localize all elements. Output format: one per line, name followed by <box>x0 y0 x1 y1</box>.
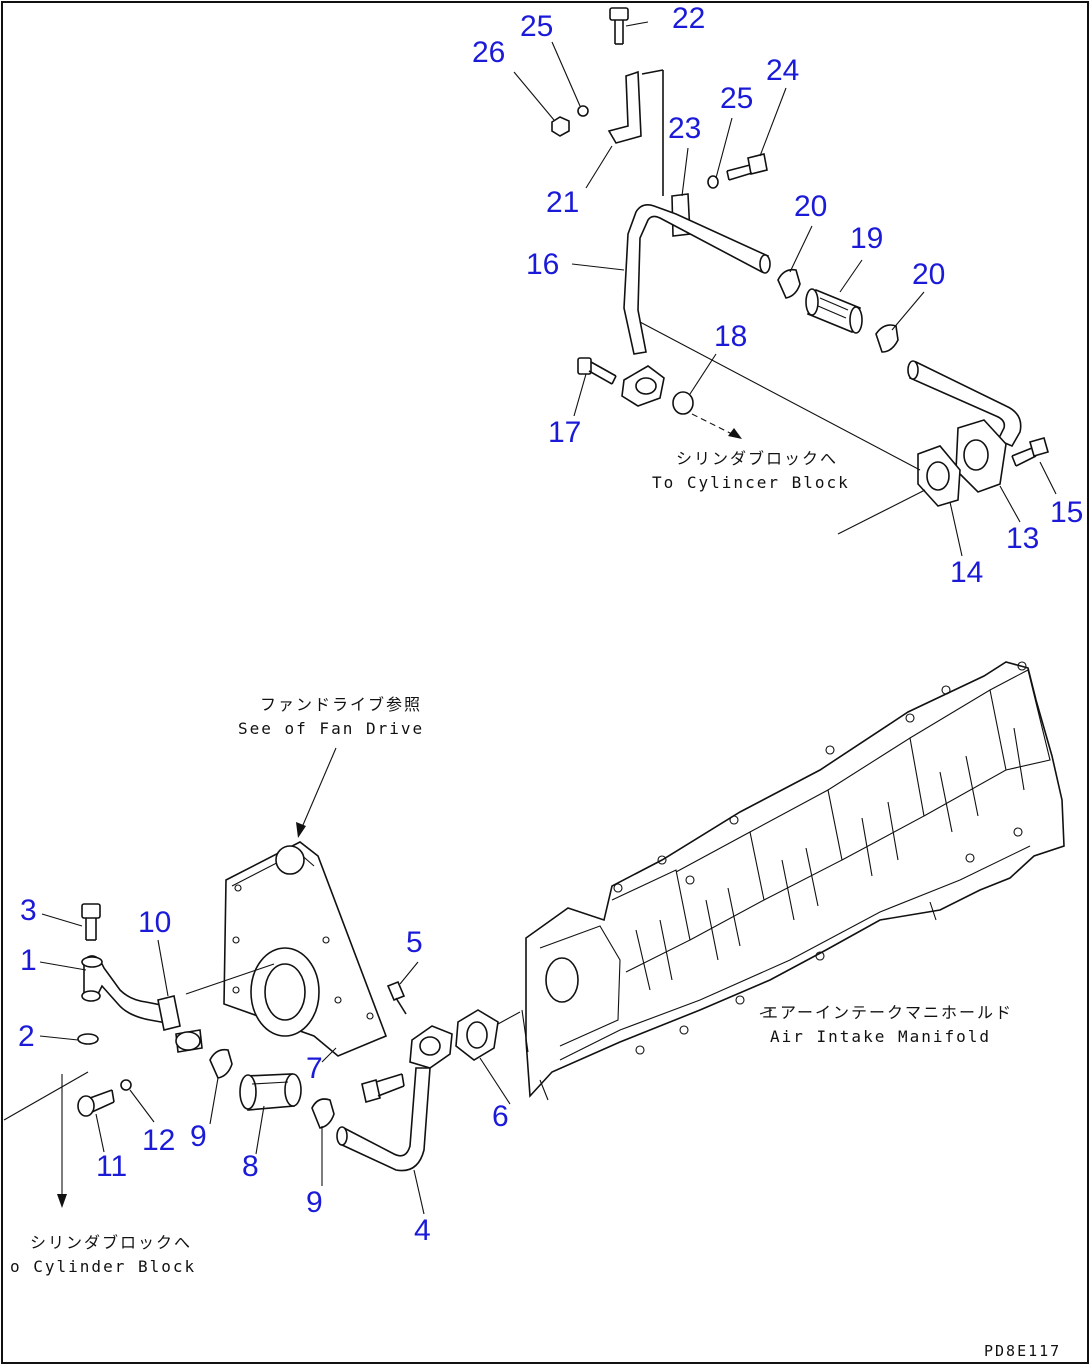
note-air-intake-jp: エアーインテークマニホールド <box>762 1003 1013 1022</box>
sensor-5-part <box>386 980 406 1002</box>
note-cylinder-block-bottom-en: o Cylinder Block <box>10 1257 196 1276</box>
callout-8: 8 <box>242 1150 259 1183</box>
callout-19: 19 <box>850 222 883 255</box>
callout-14: 14 <box>950 556 983 589</box>
clamp-20a-part <box>777 268 801 299</box>
callout-4: 4 <box>414 1214 431 1247</box>
callout-2: 2 <box>18 1020 35 1053</box>
callout-11: 11 <box>96 1150 127 1183</box>
fan-drive-bracket <box>223 747 388 1057</box>
note-cylinder-block-bottom-jp: シリンダブロックへ <box>30 1233 192 1252</box>
callout-22: 22 <box>672 2 705 35</box>
callout-23: 23 <box>668 112 701 145</box>
note-cylinder-block-top-en: To Cylincer Block <box>652 473 850 492</box>
bolt-11-part <box>77 1089 115 1117</box>
callout-7: 7 <box>306 1052 323 1085</box>
callouts: 22 25 26 24 25 23 21 20 19 16 20 18 17 1… <box>18 2 1083 1247</box>
clamp-10-part <box>157 995 181 1031</box>
bolt-3-part <box>81 903 101 941</box>
oring-18-part <box>672 391 694 415</box>
washer-25b-part <box>707 175 719 189</box>
drawing-code: PD8E117 <box>984 1342 1061 1360</box>
bolt-15-part <box>1011 437 1049 467</box>
bracket-21-part <box>607 70 642 144</box>
callout-15: 15 <box>1050 496 1083 529</box>
upper-assembly <box>513 7 1057 557</box>
hose-8-part <box>239 1073 302 1111</box>
clamp-9a-part <box>209 1048 233 1079</box>
callout-25: 25 <box>520 10 553 43</box>
callout-24: 24 <box>766 54 799 87</box>
callout-18: 18 <box>714 320 747 353</box>
callout-21: 21 <box>546 186 579 219</box>
callout-26: 26 <box>472 36 505 69</box>
air-intake-manifold <box>521 661 1065 1101</box>
washer-25-part <box>577 105 589 117</box>
clamp-20b-part <box>875 324 899 353</box>
callout-17: 17 <box>548 416 581 449</box>
pipe-4-part <box>339 1067 431 1172</box>
callout-12: 12 <box>142 1124 175 1157</box>
callout-13: 13 <box>1006 522 1039 555</box>
bolt-7-part <box>361 1073 405 1104</box>
callout-25: 25 <box>720 82 753 115</box>
note-cylinder-block-top-jp: シリンダブロックへ <box>676 449 838 468</box>
callout-1: 1 <box>20 944 37 977</box>
lower-assembly <box>3 903 521 1215</box>
note-fan-drive-jp: ファンドライブ参照 <box>260 695 422 714</box>
callout-6: 6 <box>492 1100 509 1133</box>
hose-19-part <box>805 288 863 334</box>
notes: シリンダブロックへ To Cylincer Block ファンドライブ参照 Se… <box>10 449 1061 1360</box>
clamp-9b-part <box>311 1098 335 1129</box>
note-fan-drive-en: See of Fan Drive <box>238 719 424 738</box>
callout-20: 20 <box>794 190 827 223</box>
callout-3: 3 <box>20 894 37 927</box>
callout-9: 9 <box>190 1120 207 1153</box>
oring-2-part <box>77 1033 99 1045</box>
callout-9: 9 <box>306 1186 323 1219</box>
nut-26-part <box>551 116 570 137</box>
bolt-24-part <box>726 153 768 181</box>
bolt-17-part <box>577 357 617 385</box>
washer-12-part <box>120 1079 132 1091</box>
pipe-16-part <box>623 204 770 355</box>
callout-16: 16 <box>526 248 559 281</box>
callout-20: 20 <box>912 258 945 291</box>
note-air-intake-en: Air Intake Manifold <box>770 1027 991 1046</box>
callout-5: 5 <box>406 926 423 959</box>
callout-10: 10 <box>138 906 171 939</box>
bolt-22-part <box>609 7 629 45</box>
